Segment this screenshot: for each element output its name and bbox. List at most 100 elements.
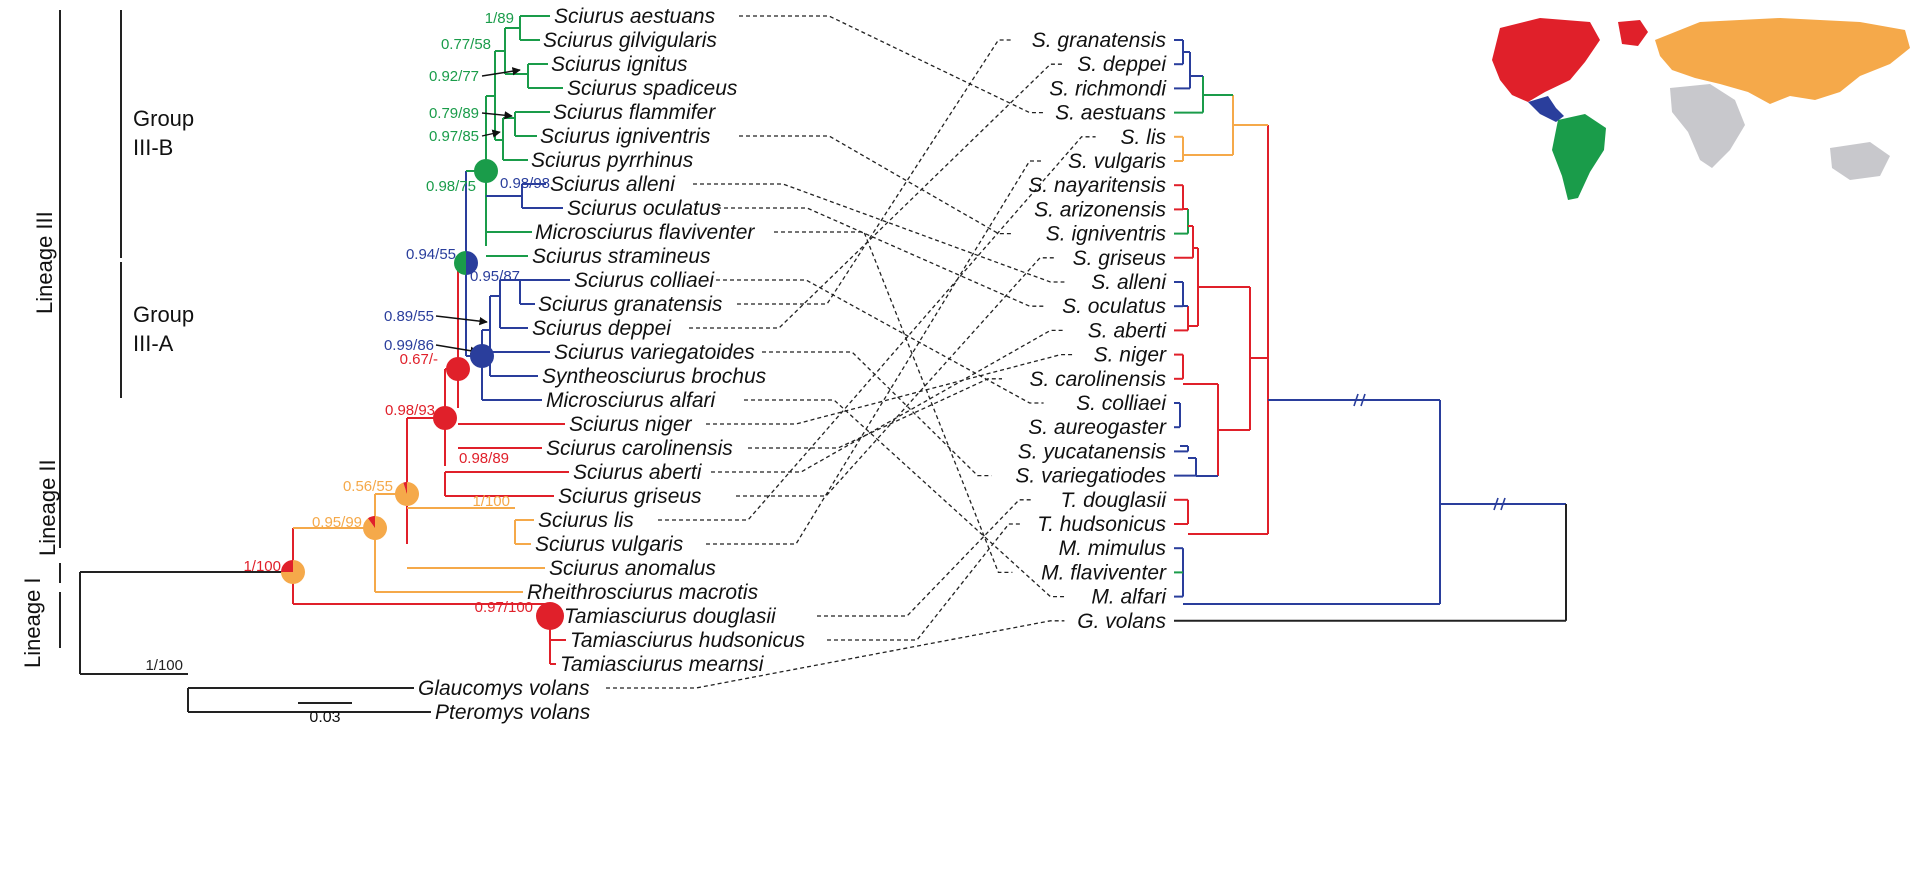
pie-orange-main-slice-0 — [363, 516, 388, 540]
right-tip-s-oculatus: S. oculatus — [1062, 295, 1166, 318]
right-tip-m-flaviventer: M. flaviventer — [1041, 561, 1167, 584]
scale-bar-label: 0.03 — [309, 709, 340, 726]
label-lineage-III: Lineage III — [32, 211, 57, 314]
pie-lineage-III-slice-0 — [466, 251, 478, 275]
pie-group-IIIa — [470, 344, 494, 368]
pie-group-IIIb-slice-0 — [474, 159, 498, 183]
pie-lineage-III — [454, 251, 478, 275]
connector-t-hudsonicus — [827, 523, 1023, 641]
left-tip-tamiasciurus-mearnsi: Tamiasciurus mearnsi — [560, 653, 765, 676]
support-value-3: 0.79/89 — [429, 105, 479, 122]
support-value-13: 0.98/89 — [459, 450, 509, 467]
pie-orange-node — [395, 482, 419, 507]
pie-group-IIIa-slice-0 — [470, 344, 494, 368]
arrow-igniventris-node — [481, 129, 501, 138]
support-value-12: 0.98/93 — [385, 402, 435, 419]
left-tip-sciurus-lis: Sciurus lis — [538, 509, 634, 532]
connector-m-alfari — [744, 399, 1065, 598]
left-tip-sciurus-oculatus: Sciurus oculatus — [567, 197, 722, 220]
arrow-blue-core-node — [435, 344, 479, 355]
r-break-1-b — [1360, 393, 1366, 407]
right-tip-g-volans: G. volans — [1077, 610, 1166, 633]
right-tip-s-aberti: S. aberti — [1088, 319, 1168, 342]
connector-s-aestuans — [739, 15, 1044, 114]
support-value-16: 0.95/99 — [312, 514, 362, 531]
support-value-10: 0.99/86 — [384, 337, 434, 354]
left-tip-microsciurus-flaviventer: Microsciurus flaviventer — [535, 221, 755, 244]
world-map — [1492, 18, 1910, 200]
left-tip-sciurus-ignitus: Sciurus ignitus — [551, 53, 688, 76]
eurasia-region — [1655, 18, 1910, 104]
support-value-9: 0.89/55 — [384, 308, 434, 325]
label-group-IIIa-2: III-A — [133, 331, 174, 356]
left-tip-syntheosciurus-brochus: Syntheosciurus brochus — [542, 365, 767, 388]
arrow-ignitus-node — [481, 67, 521, 77]
right-tip-s-richmondi: S. richmondi — [1049, 77, 1167, 100]
connector-s-griseus — [736, 257, 1054, 497]
right-tip-s-griseus: S. griseus — [1073, 247, 1167, 270]
left-tip-sciurus-variegatoides: Sciurus variegatoides — [554, 341, 755, 364]
arrow-deppei-node — [435, 315, 488, 326]
support-value-17: 1/100 — [243, 558, 281, 575]
right-tip-s-carolinensis: S. carolinensis — [1029, 368, 1166, 391]
left-tip-sciurus-niger: Sciurus niger — [569, 413, 693, 436]
right-tip-m-alfari: M. alfari — [1091, 586, 1167, 609]
right-tip-s-alleni: S. alleni — [1091, 271, 1167, 294]
connector-g-volans — [606, 620, 1065, 689]
connector-s-oculatus — [717, 207, 1044, 307]
support-value-6: 0.98/98 — [500, 175, 550, 192]
right-tip-s-aureogaster: S. aureogaster — [1028, 416, 1167, 439]
r-break-2-a — [1493, 497, 1499, 511]
pie-group-IIIb — [474, 159, 498, 183]
australia-region — [1830, 142, 1890, 180]
ancestral-state-pies — [281, 159, 564, 630]
pie-lineage-III-slice-1 — [454, 251, 466, 275]
right-tip-s-vulgaris: S. vulgaris — [1068, 150, 1167, 173]
pie-orange-main-slice-1 — [367, 516, 375, 528]
right-tip-s-niger: S. niger — [1094, 344, 1167, 367]
left-tip-microsciurus-alfari: Microsciurus alfari — [546, 389, 717, 412]
pie-sciurini — [281, 560, 305, 584]
connector-s-igniventris — [739, 135, 1013, 235]
label-group-IIIb-2: III-B — [133, 135, 173, 160]
right-tip-t-hudsonicus: T. hudsonicus — [1037, 513, 1166, 536]
pie-red-main — [433, 406, 457, 430]
right-tip-s-nayaritensis: S. nayaritensis — [1028, 174, 1166, 197]
pie-niger-node — [446, 357, 470, 381]
right-tip-s-deppei: S. deppei — [1077, 53, 1167, 76]
left-tip-sciurus-anomalus: Sciurus anomalus — [549, 557, 716, 580]
pie-orange-node-slice-1 — [403, 482, 407, 494]
central-america-region — [1528, 96, 1564, 122]
left-tip-sciurus-granatensis: Sciurus granatensis — [538, 293, 723, 316]
left-tip-sciurus-deppei: Sciurus deppei — [532, 317, 672, 340]
support-value-11: 0.67/- — [400, 351, 438, 368]
right-tip-s-lis: S. lis — [1120, 126, 1166, 149]
scale-bar: 0.03 — [298, 702, 352, 726]
support-value-15: 0.56/55 — [343, 478, 393, 495]
support-value-7: 0.94/55 — [406, 246, 456, 263]
right-tip-s-variegatiodes: S. variegatiodes — [1015, 465, 1166, 488]
support-value-4: 0.97/85 — [429, 128, 479, 145]
connector-s-lis — [658, 136, 1096, 521]
connector-s-carolinensis — [748, 378, 1002, 449]
label-lineage-II: Lineage II — [35, 459, 60, 556]
connector-s-deppei — [689, 63, 1065, 329]
support-value-5: 0.98/75 — [426, 178, 476, 195]
right-tip-s-granatensis: S. granatensis — [1032, 29, 1167, 52]
left-tip-glaucomys-volans: Glaucomys volans — [418, 677, 590, 700]
connector-s-aberti — [711, 329, 1065, 473]
left-tip-sciurus-aberti: Sciurus aberti — [573, 461, 703, 484]
right-tip-s-aestuans: S. aestuans — [1055, 102, 1166, 125]
support-value-14: 1/100 — [472, 493, 510, 510]
africa-region — [1670, 84, 1745, 168]
support-value-1: 0.77/58 — [441, 36, 491, 53]
left-tip-sciurus-flammifer: Sciurus flammifer — [553, 101, 716, 124]
left-tip-sciurus-alleni: Sciurus alleni — [550, 173, 676, 196]
left-tip-rheithrosciurus-macrotis: Rheithrosciurus macrotis — [527, 581, 759, 604]
support-value-2: 0.92/77 — [429, 68, 479, 85]
left-tip-sciurus-colliaei: Sciurus colliaei — [574, 269, 715, 292]
left-tip-sciurus-griseus: Sciurus griseus — [558, 485, 702, 508]
